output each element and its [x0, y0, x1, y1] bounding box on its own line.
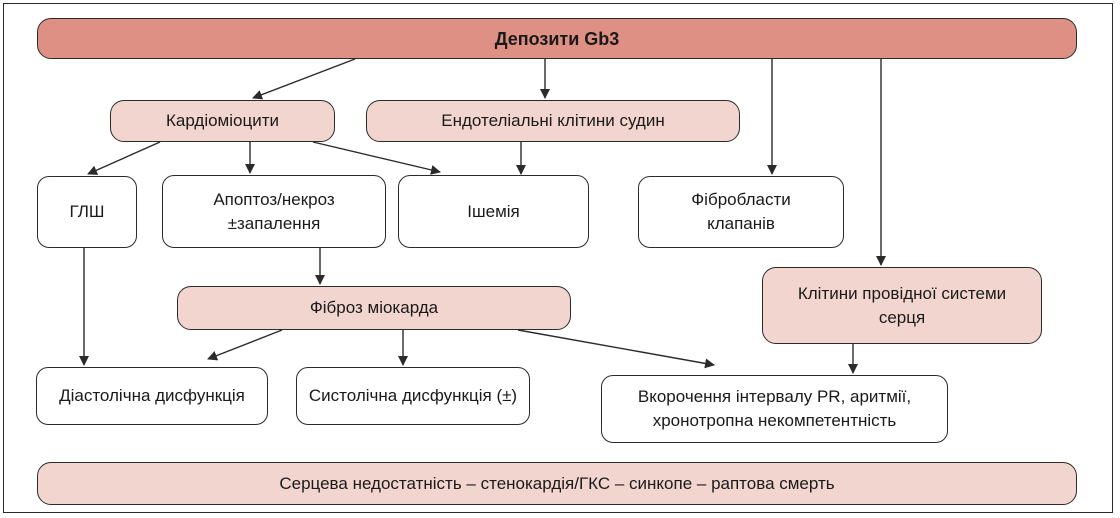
- arrow-cardiomyocytes-to-glsh: [87, 141, 161, 175]
- arrow-header-to-cardiomyocytes: [252, 58, 356, 100]
- box-glsh: ГЛШ: [37, 176, 137, 248]
- header-gb3-deposits: Депозити Gb3: [37, 18, 1077, 59]
- arrow-cardiomyocytes-to-ischemia: [312, 141, 441, 175]
- box-endothelial-cells: Ендотеліальні клітини судин: [366, 100, 740, 142]
- box-apoptosis-necrosis: Апоптоз/некроз ±запалення: [162, 175, 386, 248]
- box-pr-shortening-arrhythmia: Вкорочення інтервалу PR, аритмії, хронот…: [601, 375, 948, 443]
- box-diastolic-dysfunction: Діастолічна дисфункція: [36, 367, 268, 425]
- box-systolic-dysfunction: Систолічна дисфункція (±): [296, 367, 530, 425]
- diagram-frame: [3, 3, 1113, 513]
- box-valve-fibroblasts: Фібробласти клапанів: [638, 176, 844, 248]
- box-myocardial-fibrosis: Фіброз міокарда: [177, 286, 571, 330]
- box-cardiomyocytes: Кардіоміоцити: [110, 100, 335, 142]
- box-conduction-system-cells: Клітини провідної системи серця: [762, 267, 1042, 344]
- arrow-fibrosis-to-diastolic: [207, 329, 283, 361]
- arrow-fibrosis-to-pr-arrhythmia: [517, 329, 715, 369]
- box-ischemia: Ішемія: [398, 175, 589, 248]
- footer-outcomes: Серцева недостатність – стенокардія/ГКС …: [37, 462, 1077, 505]
